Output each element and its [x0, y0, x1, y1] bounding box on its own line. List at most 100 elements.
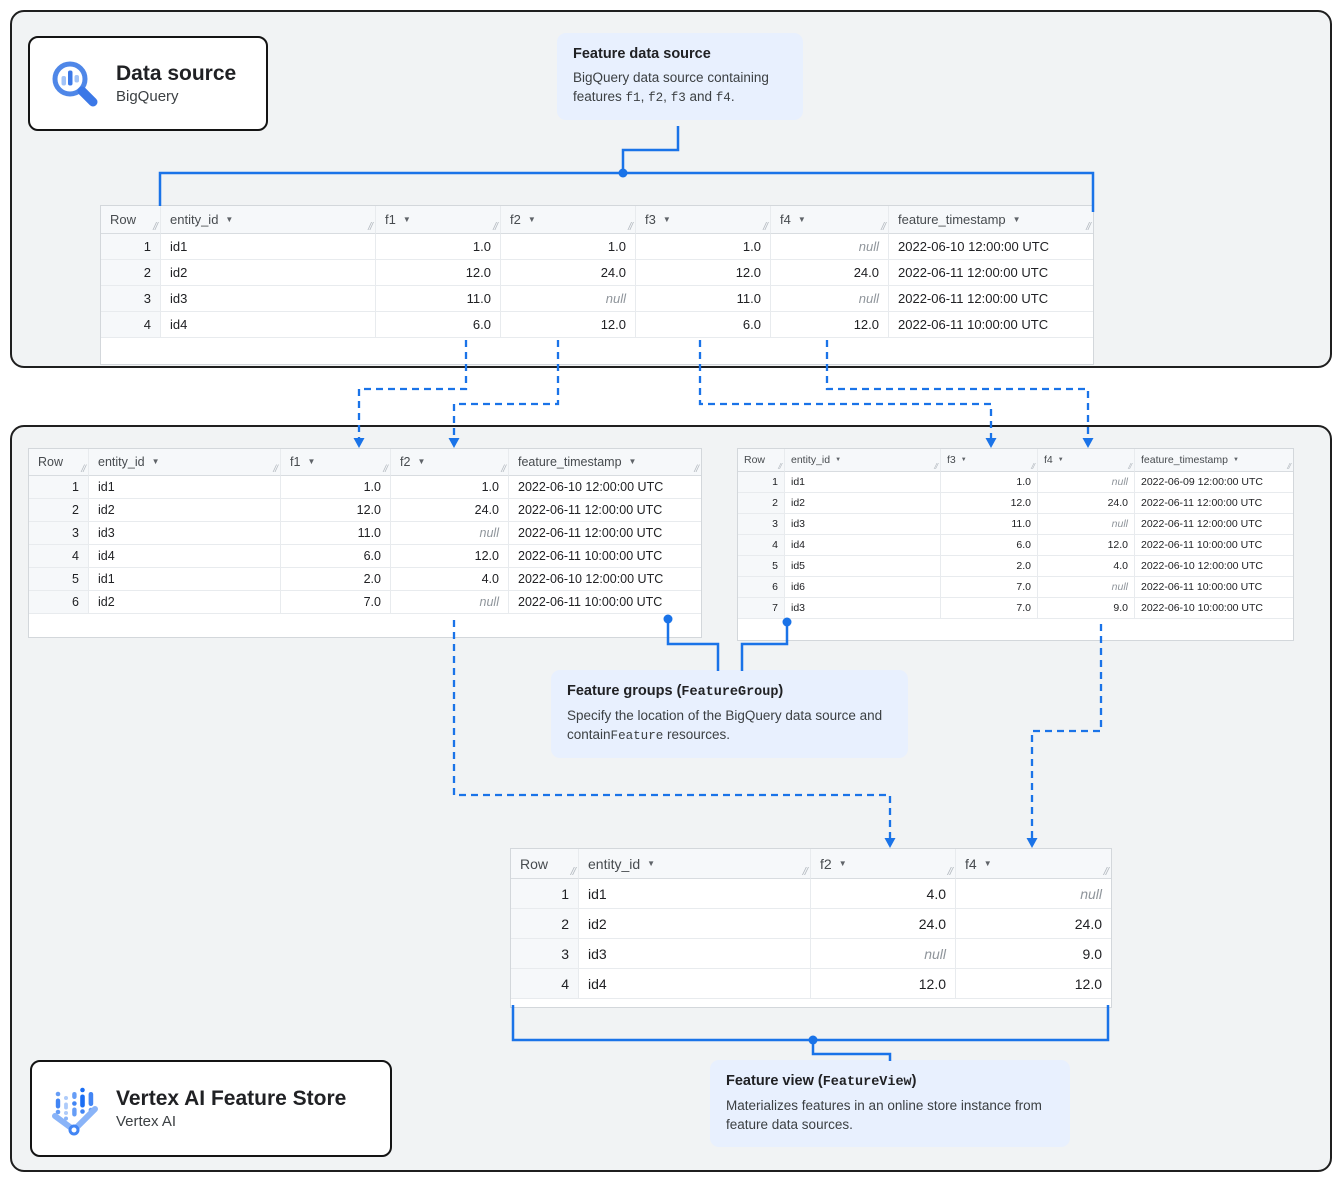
- sort-caret-icon[interactable]: ▼: [838, 858, 847, 868]
- data-cell: null: [1038, 577, 1135, 598]
- data-cell: id3: [161, 286, 376, 312]
- sort-caret-icon[interactable]: ▼: [1012, 214, 1021, 224]
- column-resize-handle-icon[interactable]: //: [1287, 461, 1291, 471]
- column-header-f4[interactable]: f4▼//: [1038, 449, 1135, 472]
- column-resize-handle-icon[interactable]: //: [628, 221, 633, 233]
- data-cell: 2022-06-11 12:00:00 UTC: [889, 286, 1093, 312]
- data-cell: 2022-06-10 12:00:00 UTC: [509, 568, 701, 591]
- data-cell: 2022-06-11 10:00:00 UTC: [1135, 577, 1293, 598]
- column-header-entity_id[interactable]: entity_id▼//: [785, 449, 941, 472]
- column-resize-handle-icon[interactable]: //: [153, 221, 158, 233]
- data-cell: id2: [785, 493, 941, 514]
- column-resize-handle-icon[interactable]: //: [1086, 221, 1091, 233]
- data-cell: id1: [579, 879, 811, 909]
- row-number-cell: 2: [29, 499, 89, 522]
- row-number-cell: 2: [738, 493, 785, 514]
- sort-caret-icon[interactable]: ▼: [628, 457, 637, 466]
- column-resize-handle-icon[interactable]: //: [778, 461, 782, 471]
- column-label: f2: [820, 855, 832, 872]
- sort-caret-icon[interactable]: ▼: [662, 214, 671, 224]
- sort-caret-icon[interactable]: ▼: [225, 214, 234, 224]
- column-label: Row: [38, 455, 64, 469]
- column-header-Row[interactable]: Row//: [511, 849, 579, 879]
- data-cell: 2022-06-11 12:00:00 UTC: [1135, 493, 1293, 514]
- bigquery-source-table: Row//entity_id▼//f1▼//f2▼//f3▼//f4▼//fea…: [100, 205, 1094, 365]
- column-resize-handle-icon[interactable]: //: [947, 866, 953, 878]
- callout-title: Feature view (FeatureView): [726, 1073, 917, 1090]
- sort-caret-icon[interactable]: ▼: [797, 214, 806, 224]
- data-cell: null: [1038, 514, 1135, 535]
- sort-caret-icon[interactable]: ▼: [307, 457, 316, 466]
- column-header-f3[interactable]: f3▼//: [636, 206, 771, 234]
- column-header-Row[interactable]: Row//: [101, 206, 161, 234]
- sort-caret-icon[interactable]: ▼: [983, 858, 992, 868]
- data-cell: 2022-06-11 10:00:00 UTC: [1135, 535, 1293, 556]
- data-cell: id1: [89, 476, 281, 499]
- data-source-card-title: Data source: [116, 61, 237, 85]
- data-cell: 9.0: [956, 939, 1111, 969]
- column-header-f2[interactable]: f2 ▼ //: [811, 849, 956, 879]
- column-header-entity_id[interactable]: entity_id▼//: [579, 849, 811, 879]
- column-header-Row[interactable]: Row //: [29, 449, 89, 476]
- table-header-row: Row//entity_id▼//f3▼//f4▼//feature_times…: [738, 449, 1293, 472]
- column-header-f1[interactable]: f1▼//: [281, 449, 391, 476]
- callout-body: BigQuery data source containing features…: [573, 70, 769, 105]
- column-resize-handle-icon[interactable]: //: [81, 464, 86, 475]
- sort-caret-icon[interactable]: ▼: [151, 457, 160, 466]
- row-number-cell: 4: [738, 535, 785, 556]
- column-header-entity_id[interactable]: entity_id▼//: [161, 206, 376, 234]
- sort-caret-icon[interactable]: ▼: [960, 457, 967, 463]
- column-resize-handle-icon[interactable]: //: [763, 221, 768, 233]
- column-resize-handle-icon[interactable]: //: [501, 464, 506, 475]
- column-resize-handle-icon[interactable]: //: [694, 464, 699, 475]
- column-header-f1[interactable]: f1▼//: [376, 206, 501, 234]
- column-resize-handle-icon[interactable]: //: [570, 866, 576, 878]
- column-header-Row[interactable]: Row//: [738, 449, 785, 472]
- data-cell: 2022-06-10 12:00:00 UTC: [889, 234, 1093, 260]
- sort-caret-icon[interactable]: ▼: [402, 214, 411, 224]
- data-cell: 6.0: [941, 535, 1038, 556]
- column-header-f3[interactable]: f3▼//: [941, 449, 1038, 472]
- column-resize-handle-icon[interactable]: //: [1031, 461, 1035, 471]
- sort-caret-icon[interactable]: ▼: [1232, 457, 1239, 463]
- sort-caret-icon[interactable]: ▼: [527, 214, 536, 224]
- data-cell: 12.0: [941, 493, 1038, 514]
- column-resize-handle-icon[interactable]: //: [1103, 866, 1109, 878]
- sort-caret-icon[interactable]: ▼: [647, 858, 656, 868]
- table-footer-strip: [738, 619, 1293, 640]
- data-cell: id4: [89, 545, 281, 568]
- data-cell: 4.0: [811, 879, 956, 909]
- data-source-card-subtitle: BigQuery: [116, 87, 179, 105]
- column-header-feature_timestamp[interactable]: feature_timestamp▼//: [1135, 449, 1293, 472]
- column-resize-handle-icon[interactable]: //: [273, 464, 278, 475]
- column-header-f4[interactable]: f4▼//: [956, 849, 1111, 879]
- data-cell: id4: [161, 312, 376, 338]
- column-header-feature_timestamp[interactable]: feature_timestamp▼//: [509, 449, 701, 476]
- sort-caret-icon[interactable]: ▼: [1057, 457, 1064, 463]
- callout-title: Feature groups (FeatureGroup): [567, 683, 784, 700]
- data-cell: 2022-06-10 10:00:00 UTC: [1135, 598, 1293, 619]
- column-resize-handle-icon[interactable]: //: [383, 464, 388, 475]
- column-resize-handle-icon[interactable]: //: [881, 221, 886, 233]
- data-source-card: Data source BigQuery: [28, 36, 268, 131]
- column-header-entity_id[interactable]: entity_id▼//: [89, 449, 281, 476]
- data-cell: 2022-06-11 12:00:00 UTC: [509, 499, 701, 522]
- column-header-feature_timestamp[interactable]: feature_timestamp▼//: [889, 206, 1093, 234]
- row-number-cell: 6: [738, 577, 785, 598]
- column-resize-handle-icon[interactable]: //: [934, 461, 938, 471]
- row-number-cell: 5: [29, 568, 89, 591]
- column-resize-handle-icon[interactable]: //: [493, 221, 498, 233]
- sort-caret-icon[interactable]: ▼: [835, 457, 842, 463]
- column-header-f2[interactable]: f2▼//: [391, 449, 509, 476]
- sort-caret-icon[interactable]: ▼: [417, 457, 426, 466]
- vertex-card-title: Vertex AI Feature Store: [116, 1086, 347, 1110]
- column-resize-handle-icon[interactable]: //: [1128, 461, 1132, 471]
- column-header-f2[interactable]: f2▼//: [501, 206, 636, 234]
- column-resize-handle-icon[interactable]: //: [802, 866, 808, 878]
- column-header-f4[interactable]: f4▼//: [771, 206, 889, 234]
- column-resize-handle-icon[interactable]: //: [368, 221, 373, 233]
